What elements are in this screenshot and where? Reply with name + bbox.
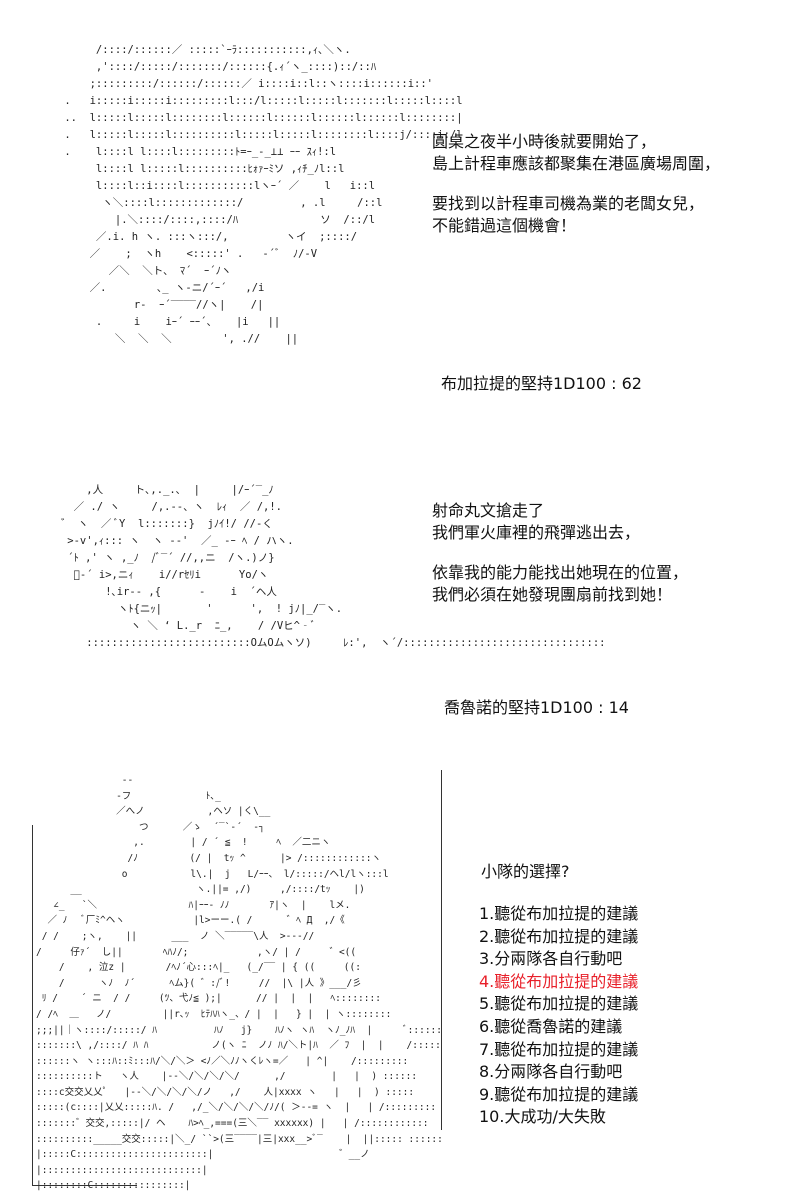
narration-2-line-4: 我們必須在她發現團扇前找到她！: [432, 585, 673, 604]
narration-2: 射命丸文搶走了 我們軍火庫裡的飛彈逃出去， 依靠我的能力能找出她現在的位置， 我…: [432, 500, 688, 606]
narration-2-line-1: 射命丸文搶走了: [432, 501, 545, 520]
choice-option-7: 7.聽從布加拉提的建議: [479, 1039, 639, 1059]
art-frame-bottom: [32, 1185, 137, 1186]
choice-option-10: 10.大成功/大失敗: [479, 1107, 606, 1127]
narration-1-line-3: 要找到以計程車司機為業的老闆女兒，: [432, 194, 705, 213]
choice-option-1: 1.聽從布加拉提的建議: [479, 904, 639, 923]
narration-1-line-4: 不能錯過這個機會！: [432, 216, 577, 235]
choice-option-4: 4.聽從布加拉提的建議: [479, 971, 639, 991]
narration-1-line-1: 圓桌之夜半小時後就要開始了，: [432, 132, 657, 151]
panel-2: ,人 ト､,._.､ | |/ｰ´‾_ﾉ ／ ./ ヽ /,.‐-、ヽ ﾚｨ ／…: [0, 420, 800, 765]
panel-1: /::::/::::::／ :::::`ｰﾗ:::::::::::,ｨ､＼ヽ. …: [0, 0, 800, 420]
choice-option-6: 6.聽從喬魯諾的建議: [479, 1016, 623, 1036]
choice-list: 1.聽從布加拉提的建議 2.聽從布加拉提的建議 3.分兩隊各自行動吧 4.聽從布…: [479, 903, 638, 1129]
narration-1: 圓桌之夜半小時後就要開始了， 島上計程車應該都聚集在港區廣場周圍， 要找到以計程…: [432, 131, 720, 237]
choice-title: 小隊的選擇?: [481, 862, 570, 881]
art-frame-right: [441, 770, 442, 1130]
choice-option-9: 9.聽從布加拉提的建議: [479, 1084, 639, 1104]
narration-2-line-3: 依靠我的能力能找出她現在的位置，: [432, 563, 689, 582]
panel-3: ‐‐ ‐フ ﾄ､_ ／へノ ,ヘソ |く\__ つ ／ゝ ´‾`‐´ ‐┐ ,.…: [0, 765, 800, 1200]
ascii-art-team: ‐‐ ‐フ ﾄ､_ ／へノ ,ヘソ |く\__ つ ／ゝ ´‾`‐´ ‐┐ ,.…: [36, 775, 443, 1192]
ascii-art-giorno: ,人 ト､,._.､ | |/ｰ´‾_ﾉ ／ ./ ヽ /,.‐-、ヽ ﾚｨ ／…: [60, 484, 606, 649]
narration-2-line-2: 我們軍火庫裡的飛彈逃出去，: [432, 523, 641, 542]
art-frame-left: [32, 825, 33, 1185]
choice-option-8: 8.分兩隊各自行動吧: [479, 1062, 623, 1082]
ascii-art-bucciarati: /::::/::::::／ :::::`ｰﾗ:::::::::::,ｨ､＼ヽ. …: [64, 44, 463, 345]
choice-option-3: 3.分兩隊各自行動吧: [479, 949, 623, 969]
dice-roll-bucciarati: 布加拉提的堅持1D100 : 62: [441, 374, 642, 393]
choice-option-5: 5.聽從布加拉提的建議: [479, 994, 639, 1014]
dice-roll-giorno: 喬魯諾的堅持1D100 : 14: [444, 698, 629, 717]
narration-1-line-2: 島上計程車應該都聚集在港區廣場周圍，: [432, 154, 721, 173]
choice-option-2: 2.聽從布加拉提的建議: [479, 926, 639, 946]
